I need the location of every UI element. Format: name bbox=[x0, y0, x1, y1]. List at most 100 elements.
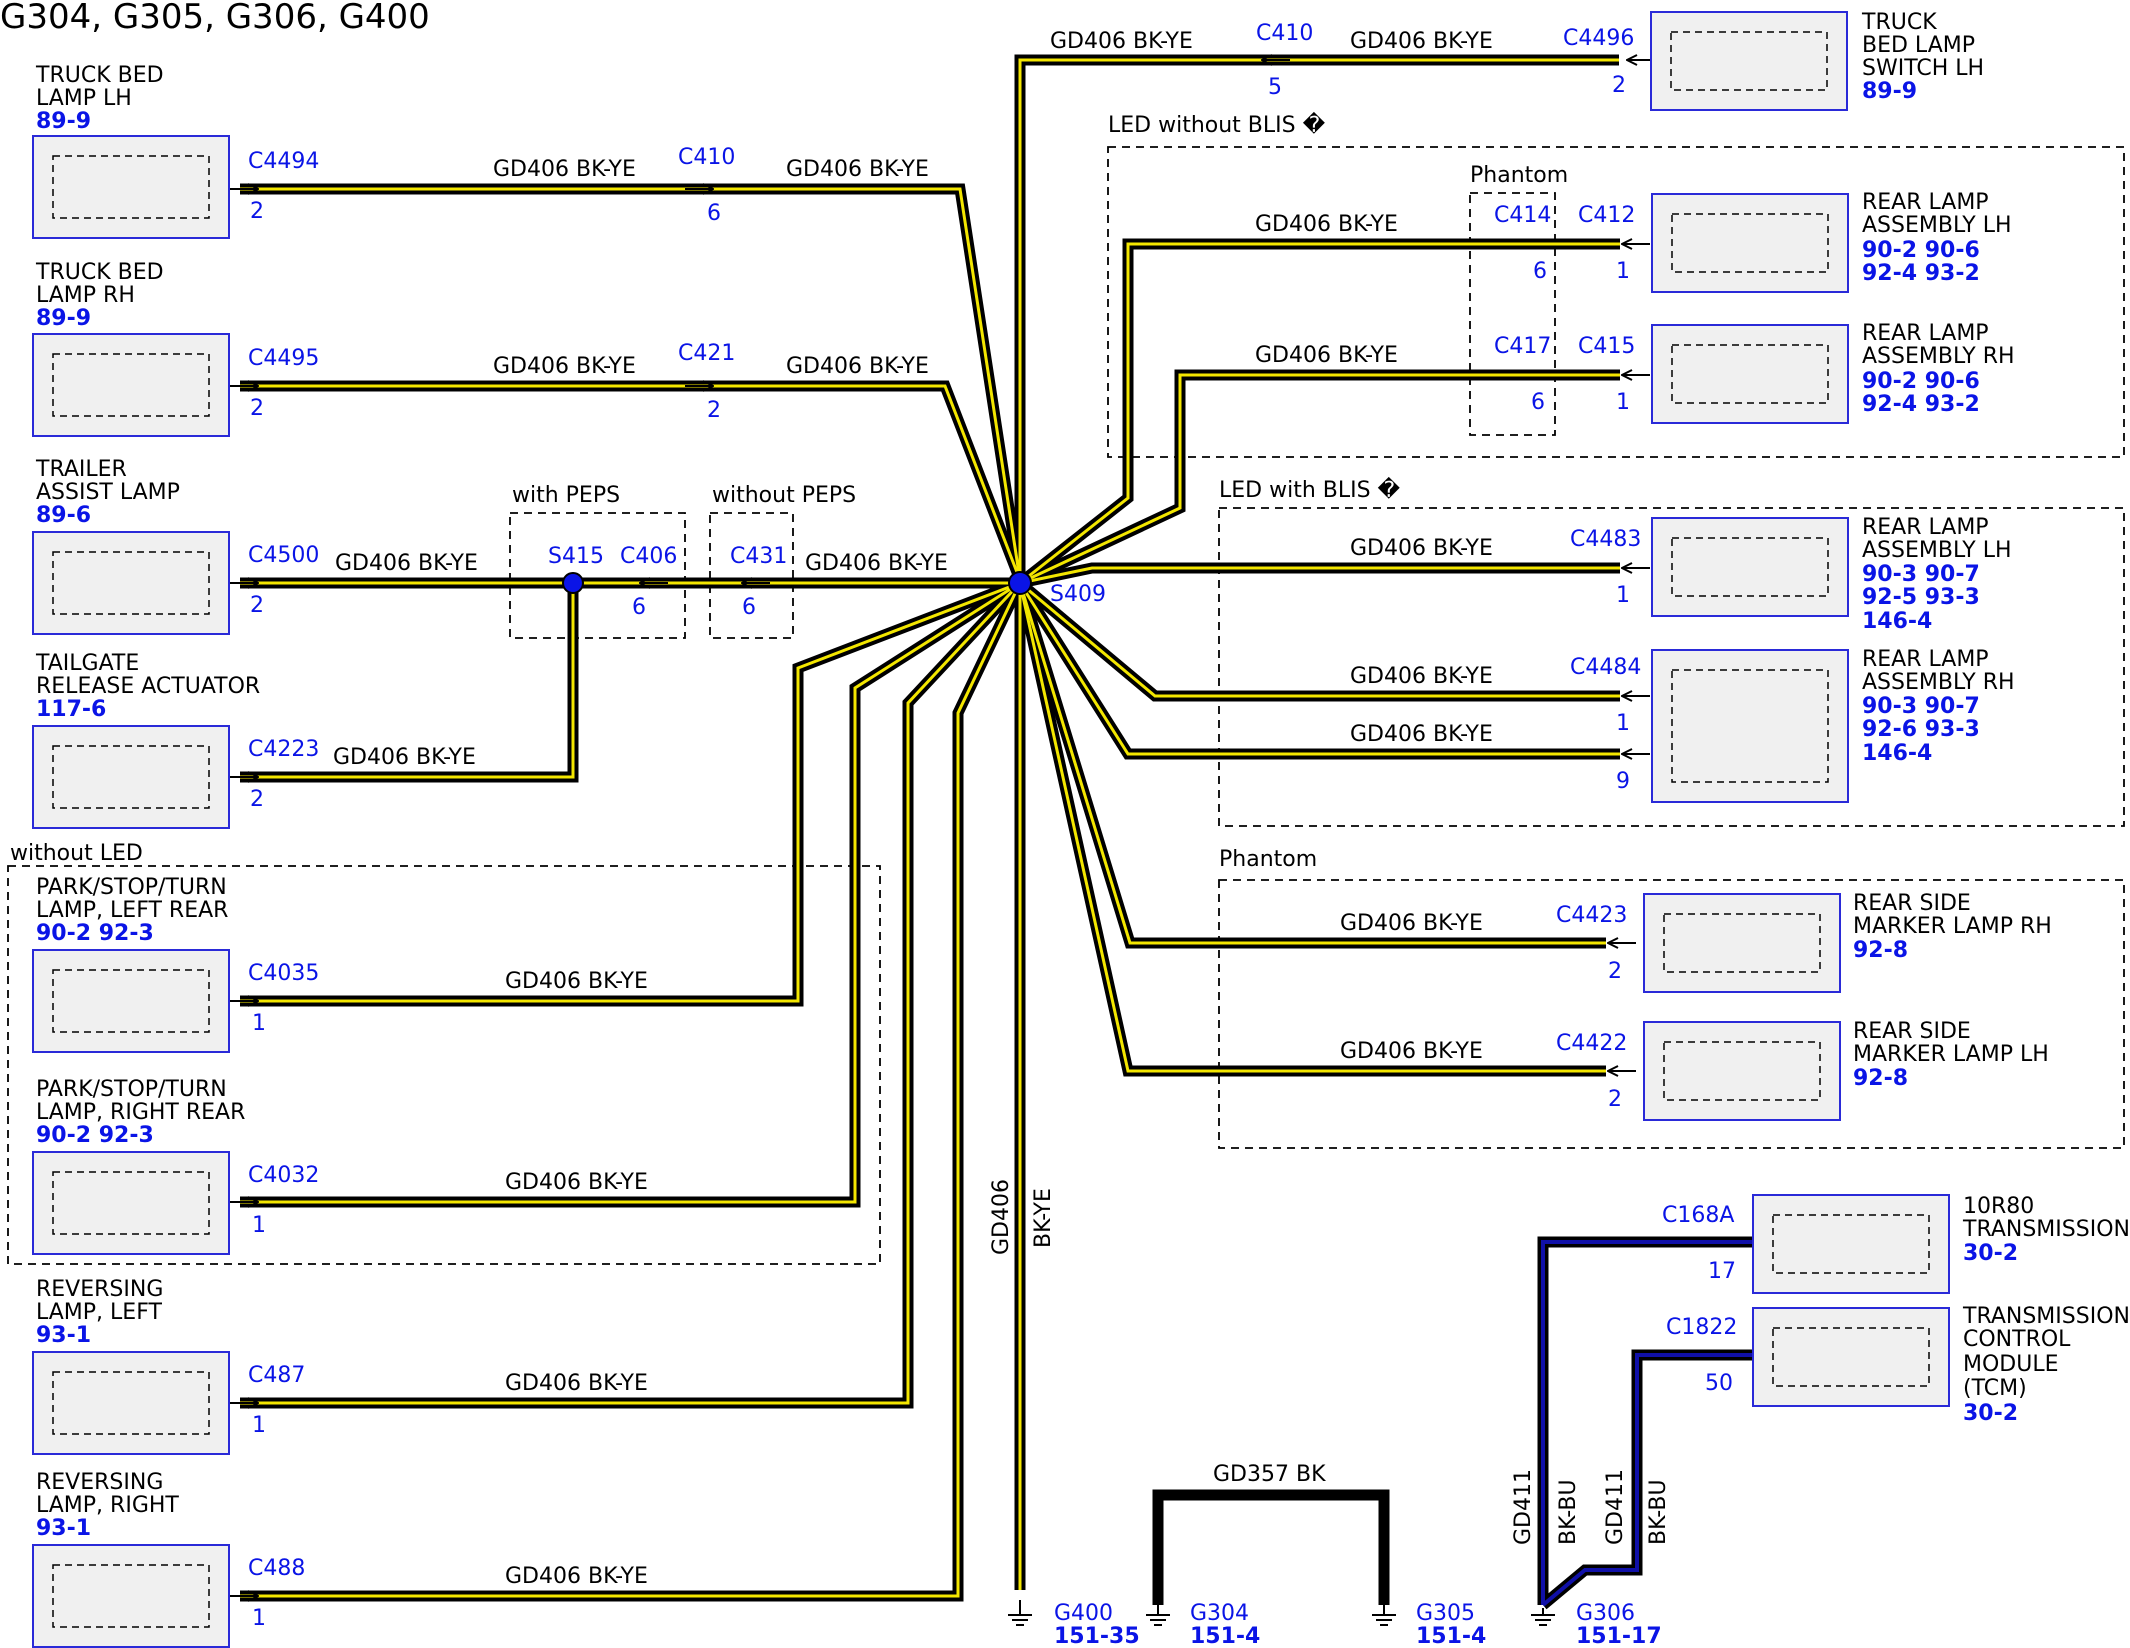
component-name: REAR SIDE bbox=[1853, 891, 1971, 916]
pin-label: 1 bbox=[252, 1213, 266, 1238]
led-without-blis-labels: GD406 BK-YE C414 6 C412 1 REAR LAMP ASSE… bbox=[1255, 190, 2015, 417]
pin-label: 6 bbox=[1531, 390, 1545, 415]
component-ref-link[interactable]: 92-5 93-3 bbox=[1862, 585, 1980, 610]
phantom-label-side: Phantom bbox=[1219, 847, 1317, 872]
ground-name: G306 bbox=[1576, 1601, 1635, 1626]
connector-label: C4035 bbox=[248, 961, 319, 986]
wire-label: GD406 BK-YE bbox=[505, 1170, 648, 1195]
component-name: TRAILER bbox=[35, 457, 127, 482]
component-name: LAMP RH bbox=[36, 283, 135, 308]
component-ref-link[interactable]: 92-6 93-3 bbox=[1862, 717, 1980, 742]
connector-label: C4495 bbox=[248, 346, 319, 371]
led-without-blis-label: LED without BLIS � bbox=[1108, 111, 1326, 138]
ground-symbols bbox=[1008, 1600, 1555, 1626]
connector-label: C1822 bbox=[1666, 1315, 1737, 1340]
gd357-label: GD357 BK bbox=[1213, 1462, 1326, 1487]
led-with-blis-label: LED with BLIS � bbox=[1219, 476, 1401, 503]
wire-circuit-label: GD411 bbox=[1603, 1469, 1628, 1545]
component-ref-link[interactable]: 90-3 90-7 bbox=[1862, 694, 1980, 719]
component-ref-link[interactable]: 93-1 bbox=[36, 1516, 91, 1541]
component-ref-link[interactable]: 30-2 bbox=[1963, 1401, 2018, 1426]
component-ref-link[interactable]: 90-2 90-6 bbox=[1862, 238, 1980, 263]
component-ref-link[interactable]: 92-4 93-2 bbox=[1862, 261, 1980, 286]
ground-ref-link[interactable]: 151-35 bbox=[1054, 1624, 1140, 1648]
ground-labels: GD406 BK-YE GD357 BK G400 151-35 G304 15… bbox=[989, 1179, 1662, 1648]
component-name: REAR LAMP bbox=[1862, 647, 1989, 672]
wire-label: GD406 BK-YE bbox=[1340, 1039, 1483, 1064]
component-ref-link[interactable]: 90-3 90-7 bbox=[1862, 562, 1980, 587]
ground-icon bbox=[1531, 1608, 1555, 1626]
pin-label: 1 bbox=[1616, 711, 1630, 736]
without-peps-label: without PEPS bbox=[712, 483, 856, 508]
wire-label: GD406 BK-YE bbox=[505, 969, 648, 994]
component-name: TRUCK BED bbox=[35, 260, 164, 285]
connector-label: C168A bbox=[1662, 1203, 1734, 1228]
wire-label: GD406 BK-YE bbox=[333, 745, 476, 770]
pin-label: 6 bbox=[707, 201, 721, 226]
phantom-label-top: Phantom bbox=[1470, 163, 1568, 188]
ground-name: G305 bbox=[1416, 1601, 1475, 1626]
component-ref-link[interactable]: 146-4 bbox=[1862, 609, 1932, 634]
component-name: REVERSING bbox=[36, 1277, 163, 1302]
component-ref-link[interactable]: 89-6 bbox=[36, 503, 91, 528]
component-name: REAR LAMP bbox=[1862, 321, 1989, 346]
without-led-label: without LED bbox=[10, 841, 143, 866]
connector-label: C4483 bbox=[1570, 527, 1641, 552]
pin-label: 1 bbox=[252, 1011, 266, 1036]
connector-label: C415 bbox=[1578, 334, 1635, 359]
component-ref-link[interactable]: 89-9 bbox=[36, 109, 91, 134]
ground-ref-link[interactable]: 151-4 bbox=[1416, 1624, 1486, 1648]
led-with-blis-box bbox=[1218, 507, 2125, 827]
connector-label: C488 bbox=[248, 1556, 305, 1581]
component-name: REAR SIDE bbox=[1853, 1019, 1971, 1044]
connector-label: C421 bbox=[678, 341, 735, 366]
component-ref-link[interactable]: 90-2 92-3 bbox=[36, 1123, 154, 1148]
component-name: ASSEMBLY RH bbox=[1862, 670, 2015, 695]
with-peps-label: with PEPS bbox=[512, 483, 620, 508]
pin-label: 6 bbox=[632, 595, 646, 620]
component-name: MODULE bbox=[1963, 1352, 2059, 1377]
ground-name: G400 bbox=[1054, 1601, 1113, 1626]
pin-label: 2 bbox=[1612, 73, 1626, 98]
wire-label: GD406 BK-YE bbox=[1255, 212, 1398, 237]
pin-label: 2 bbox=[250, 199, 264, 224]
component-ref-link[interactable]: 117-6 bbox=[36, 697, 106, 722]
connector-label: C4423 bbox=[1556, 903, 1627, 928]
component-name: ASSEMBLY LH bbox=[1862, 213, 2012, 238]
connector-label: C412 bbox=[1578, 203, 1635, 228]
component-ref-link[interactable]: 89-9 bbox=[36, 306, 91, 331]
component-ref-link[interactable]: 93-1 bbox=[36, 1323, 91, 1348]
component-name: ASSEMBLY RH bbox=[1862, 344, 2015, 369]
pin-label: 2 bbox=[250, 593, 264, 618]
splice-s409-label: S409 bbox=[1050, 582, 1106, 607]
pin-label: 2 bbox=[1608, 1087, 1622, 1112]
component-ref-link[interactable]: 92-8 bbox=[1853, 1066, 1908, 1091]
pin-label: 2 bbox=[250, 396, 264, 421]
wire-color-label: BK-BU bbox=[1646, 1479, 1671, 1545]
component-name: CONTROL bbox=[1963, 1327, 2071, 1352]
ground-ref-link[interactable]: 151-4 bbox=[1190, 1624, 1260, 1648]
connector-label: C414 bbox=[1494, 203, 1551, 228]
connector-label: C4223 bbox=[248, 737, 319, 762]
connector-label: C4496 bbox=[1563, 26, 1634, 51]
splice-s415-label: S415 bbox=[548, 544, 604, 569]
component-ref-link[interactable]: 92-4 93-2 bbox=[1862, 392, 1980, 417]
component-name: RELEASE ACTUATOR bbox=[36, 674, 260, 699]
component-ref-link[interactable]: 92-8 bbox=[1853, 938, 1908, 963]
pin-label: 6 bbox=[742, 595, 756, 620]
component-name: LAMP, RIGHT REAR bbox=[36, 1100, 245, 1125]
phantom-side-marker-box bbox=[1218, 879, 2125, 1149]
component-ref-link[interactable]: 146-4 bbox=[1862, 741, 1932, 766]
pin-label: 2 bbox=[1608, 959, 1622, 984]
component-ref-link[interactable]: 30-2 bbox=[1963, 1241, 2018, 1266]
pin-label: 1 bbox=[1616, 583, 1630, 608]
component-name: PARK/STOP/TURN bbox=[36, 1077, 227, 1102]
component-ref-link[interactable]: 90-2 90-6 bbox=[1862, 369, 1980, 394]
pin-label: 9 bbox=[1616, 769, 1630, 794]
component-ref-link[interactable]: 89-9 bbox=[1862, 79, 1917, 104]
component-ref-link[interactable]: 90-2 92-3 bbox=[36, 921, 154, 946]
ground-icon bbox=[1372, 1605, 1396, 1626]
ground-ref-link[interactable]: 151-17 bbox=[1576, 1624, 1662, 1648]
wire-label: GD406 BK-YE bbox=[1350, 29, 1493, 54]
connector-label: C4500 bbox=[248, 543, 319, 568]
